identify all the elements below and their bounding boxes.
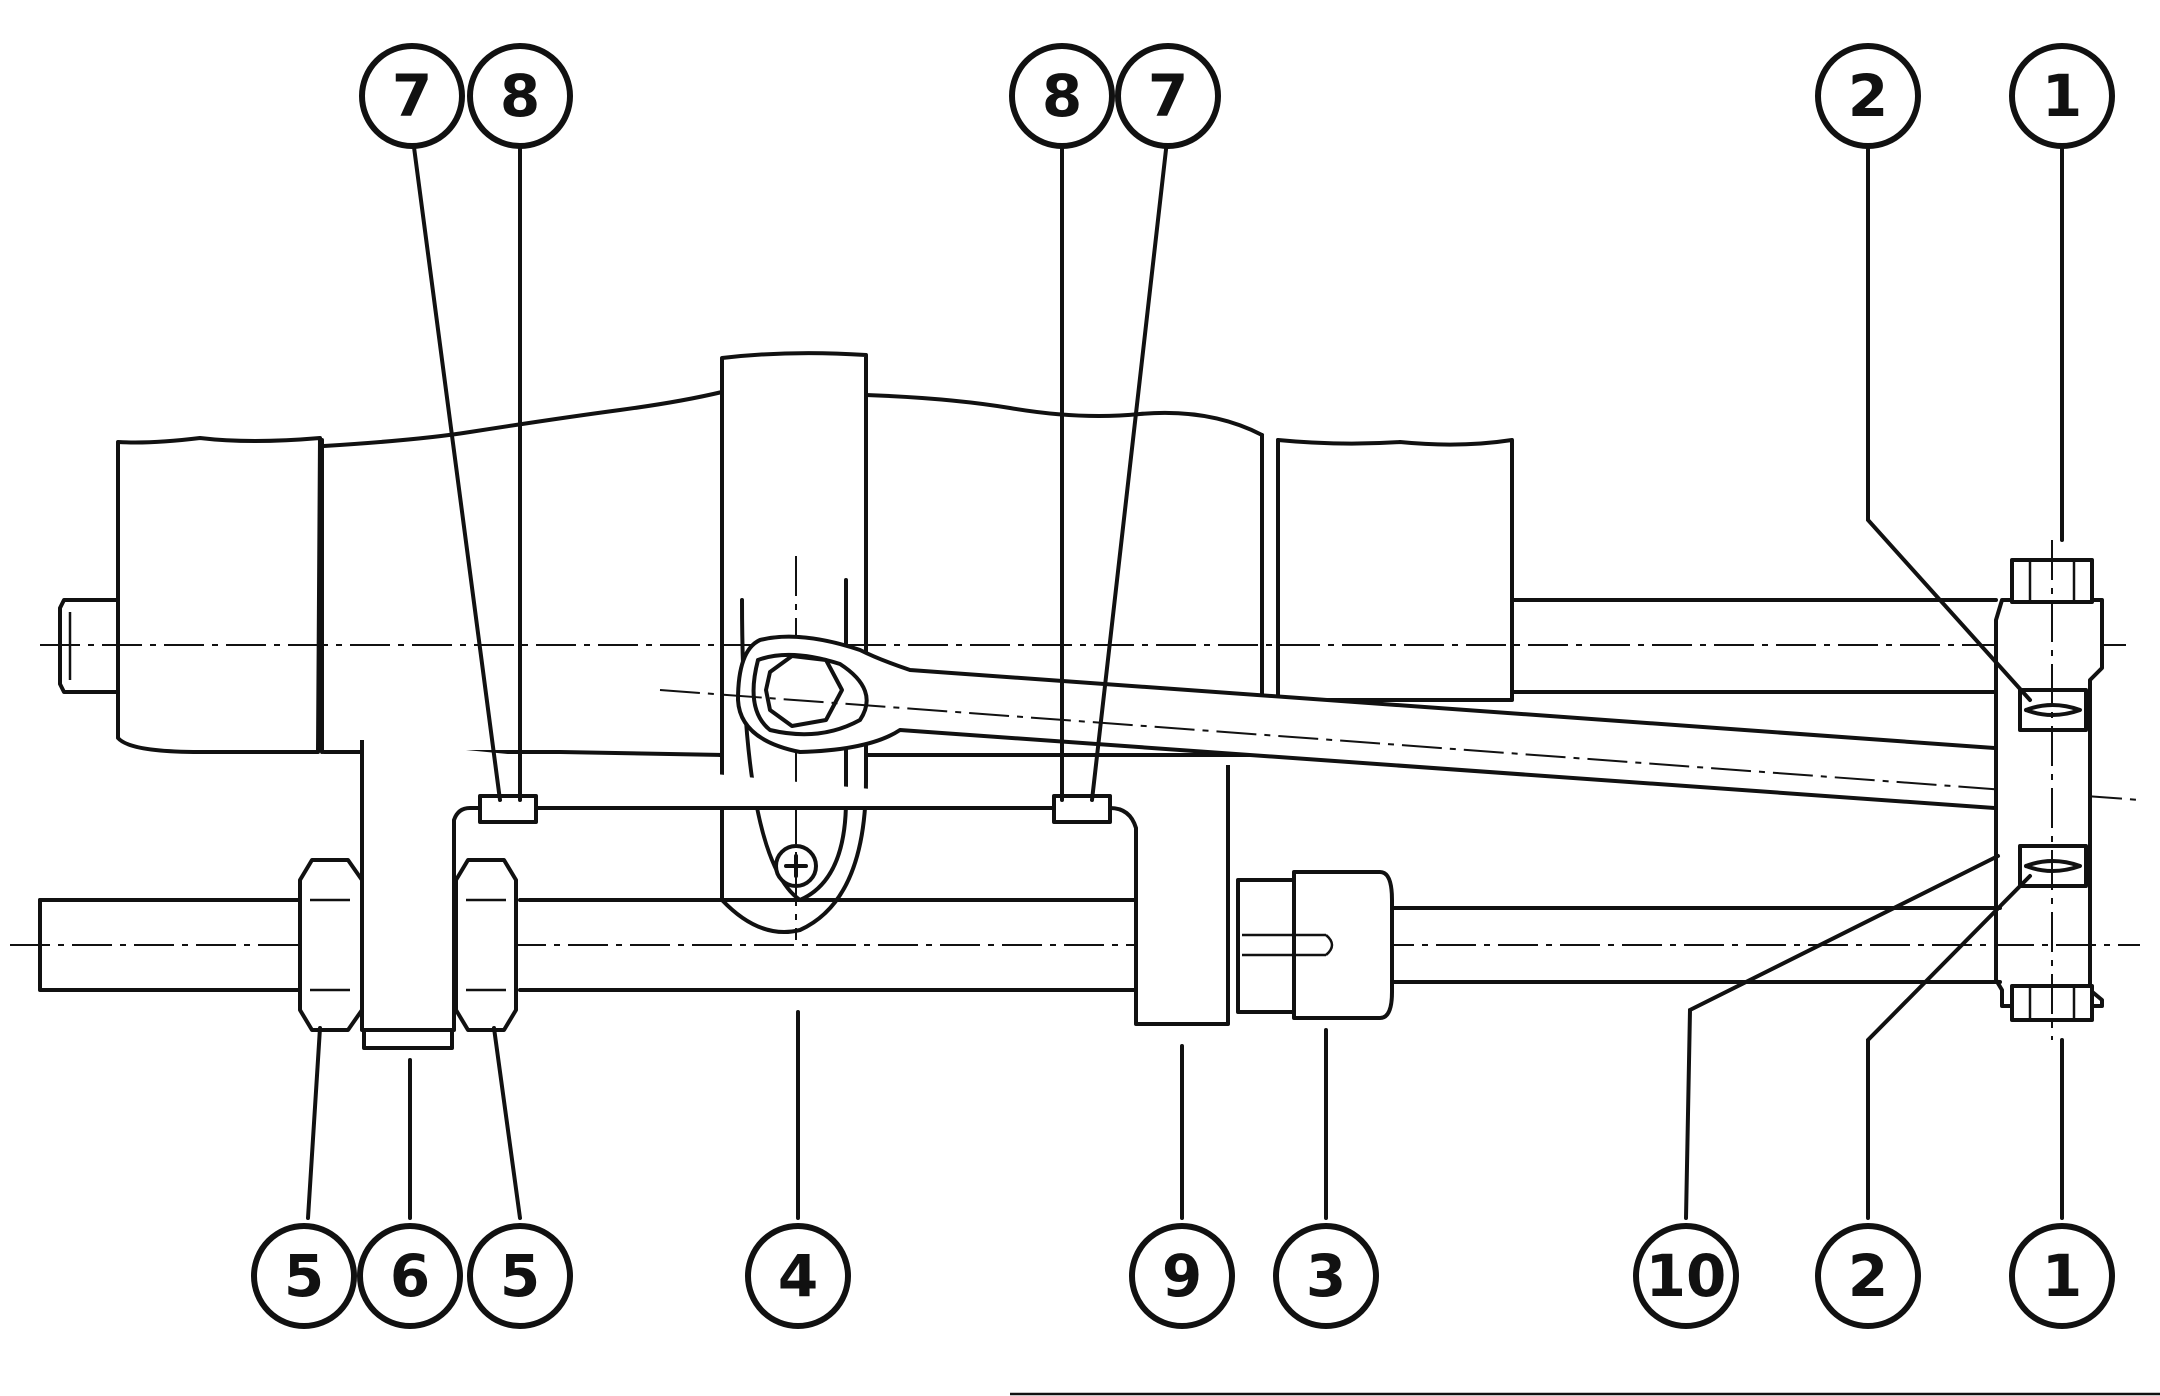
callout-2-bottom: 2 <box>1815 1223 1921 1329</box>
bracket-9 <box>1109 765 1230 1026</box>
callout-1-top: 1 <box>2009 43 2115 149</box>
adjuster-slot-end <box>1325 934 1334 956</box>
callout-label: 7 <box>1148 62 1188 130</box>
callout-7-left: 7 <box>359 43 465 149</box>
lower-rod-left-end <box>38 898 302 992</box>
housing <box>58 390 1514 757</box>
callout-label: 1 <box>2042 1242 2082 1310</box>
adjuster-sleeve-2 <box>1292 870 1394 1020</box>
left-nut-2 <box>454 858 518 1032</box>
callout-label: 8 <box>500 62 540 130</box>
left-pad <box>478 794 538 824</box>
callouts: 7 8 8 7 2 1 5 6 <box>251 43 2115 1329</box>
leader-5-right <box>492 1026 522 1220</box>
callout-label: 4 <box>778 1242 818 1310</box>
callout-label: 6 <box>390 1242 430 1310</box>
callout-label: 2 <box>1848 1242 1888 1310</box>
leader-7-left <box>410 130 502 802</box>
callout-6: 6 <box>357 1223 463 1329</box>
callout-label: 5 <box>500 1242 540 1310</box>
lower-rod <box>10 898 2140 992</box>
leader-5-left <box>306 1026 322 1220</box>
callout-7-mid: 7 <box>1115 43 1221 149</box>
left-bracket <box>298 740 1112 1050</box>
callout-10: 10 <box>1633 1223 1739 1329</box>
callout-3: 3 <box>1273 1223 1379 1329</box>
callout-1-bottom: 1 <box>2009 1223 2115 1329</box>
housing-right-block <box>1276 438 1514 702</box>
leader-lines <box>306 130 2064 1220</box>
callout-label: 2 <box>1848 62 1888 130</box>
callout-label: 9 <box>1162 1242 1202 1310</box>
link-arm <box>659 634 2141 814</box>
right-lower-bracket <box>1109 765 1394 1026</box>
callout-8-left: 8 <box>467 43 573 149</box>
callout-label: 1 <box>2042 62 2082 130</box>
callout-label: 8 <box>1042 62 1082 130</box>
callout-label: 3 <box>1306 1242 1346 1310</box>
left-nut-1 <box>298 858 364 1032</box>
housing-left-cap <box>116 436 322 754</box>
callout-label: 10 <box>1646 1242 1727 1310</box>
link-arm-body <box>736 634 2084 814</box>
callout-2-top: 2 <box>1815 43 1921 149</box>
callout-label: 5 <box>284 1242 324 1310</box>
leader-2-bottom <box>1866 874 2032 1220</box>
leader-10 <box>1684 854 2000 1220</box>
link-arm-hex-bolt <box>764 654 844 728</box>
leader-2-top <box>1866 130 2032 702</box>
upper-rod <box>40 598 2130 694</box>
clamp-lower-spacer-detail <box>2024 859 2082 873</box>
u-clip <box>362 1028 454 1050</box>
housing-broken-edge <box>864 393 1264 437</box>
right-clamp <box>1994 540 2104 1040</box>
callout-9: 9 <box>1129 1223 1235 1329</box>
callout-label: 7 <box>392 62 432 130</box>
clamp-upper-spacer-detail <box>2024 703 2082 717</box>
callout-5-right: 5 <box>467 1223 573 1329</box>
callout-4: 4 <box>745 1223 851 1329</box>
leader-7-mid <box>1090 130 1170 802</box>
callout-5-left: 5 <box>251 1223 357 1329</box>
housing-center-body <box>322 390 726 757</box>
adjuster-sleeve-1 <box>1236 878 1296 1014</box>
callout-8-mid: 8 <box>1009 43 1115 149</box>
